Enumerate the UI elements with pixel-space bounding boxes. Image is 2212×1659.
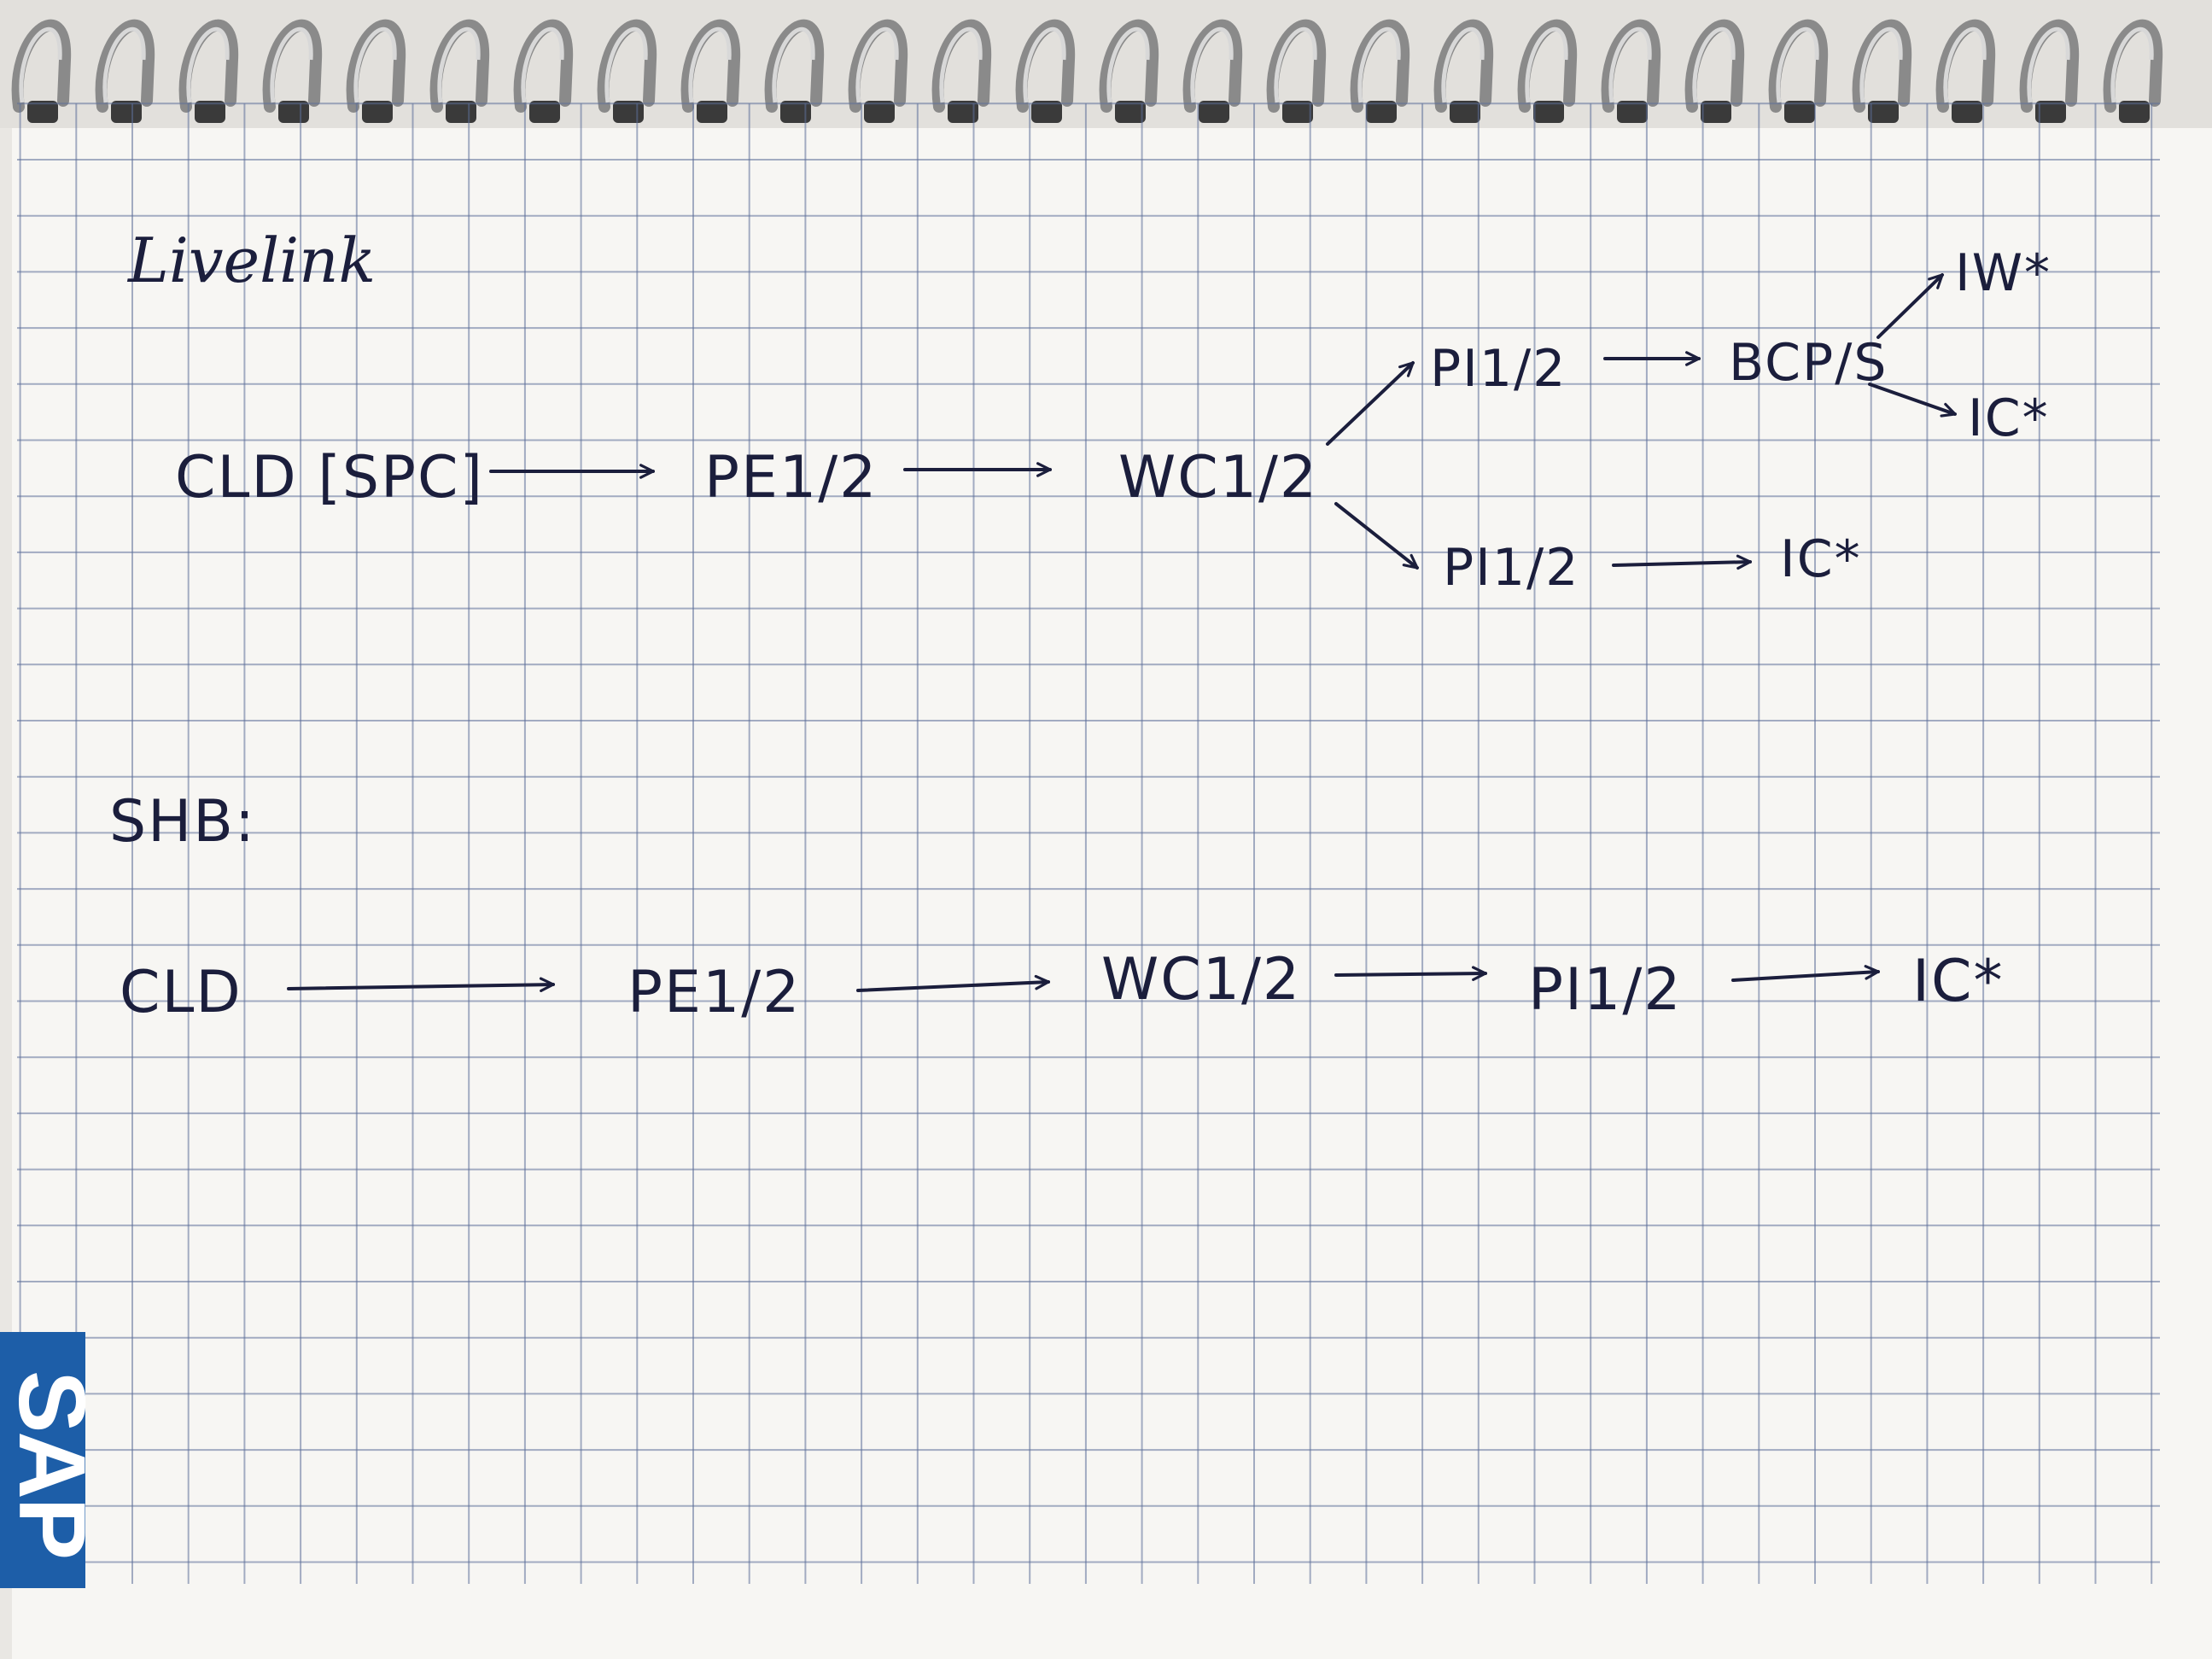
livelink-arrow-wc-pi-upper <box>1326 363 1413 446</box>
livelink-arrow-wc-pi-lower <box>1334 502 1417 568</box>
livelink-node-ic-upper: IC* <box>1968 388 2050 448</box>
livelink-node-pe12: PE1/2 <box>704 444 878 511</box>
shb-arrow-wc-pi <box>1334 973 1487 975</box>
livelink-node-cld-spc: CLD [SPC] <box>175 444 484 511</box>
shb-node-ic: IC* <box>1912 948 2005 1015</box>
livelink-arrow-bcps-iw <box>1876 275 1942 339</box>
livelink-arrow-pi-ic <box>1612 562 1750 565</box>
livelink-node-pi12-upper: PI1/2 <box>1430 339 1567 399</box>
livelink-node-ic-lower: IC* <box>1780 529 1862 589</box>
shb-node-cld: CLD <box>120 959 242 1026</box>
shb-arrow-pe-wc <box>856 982 1048 992</box>
heading-shb: SHB: <box>109 788 256 856</box>
shb-node-pe12: PE1/2 <box>627 959 801 1026</box>
spiral-binding <box>0 0 2212 128</box>
shb-node-pi12: PI1/2 <box>1528 956 1683 1024</box>
livelink-node-wc12: WC1/2 <box>1118 444 1318 511</box>
livelink-node-iw: IW* <box>1955 243 2051 303</box>
shb-arrow-cld-pe <box>287 984 555 989</box>
sap-logo-tab <box>0 1332 85 1588</box>
livelink-node-pi12-lower: PI1/2 <box>1443 538 1579 598</box>
shb-arrow-pi-ic <box>1731 972 1878 982</box>
livelink-node-bcps: BCP/S <box>1729 333 1888 393</box>
heading-livelink: Livelink <box>126 225 376 296</box>
sap-logo-text: SAP <box>0 1370 104 1559</box>
shb-node-wc12: WC1/2 <box>1101 946 1301 1014</box>
livelink-arrow-bcps-ic <box>1868 383 1955 414</box>
